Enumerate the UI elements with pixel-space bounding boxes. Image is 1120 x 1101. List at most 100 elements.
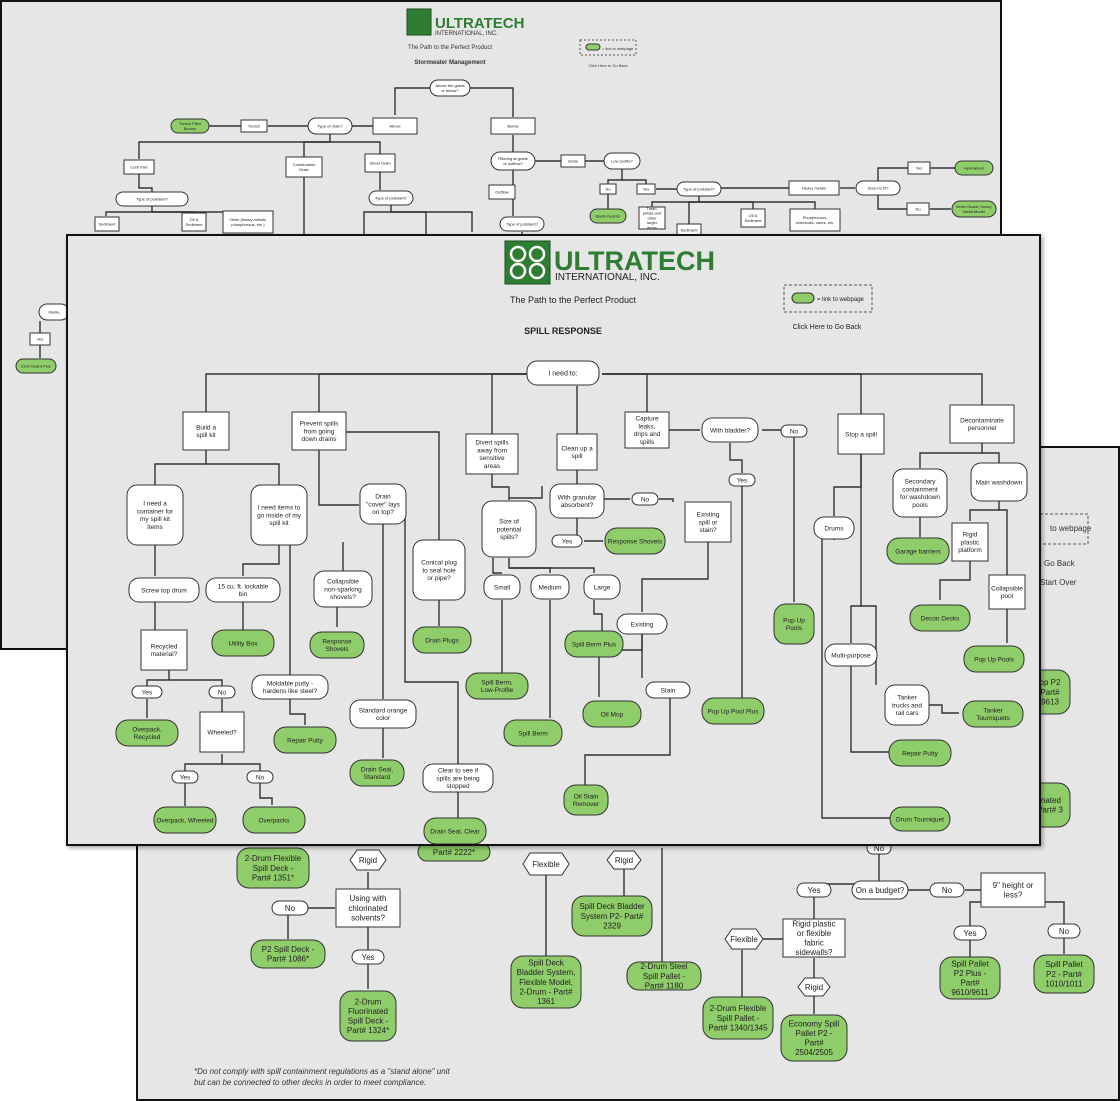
- product-node-curb-guard-plus-label: Curb Guard Plus: [21, 363, 51, 368]
- top-go-back-link[interactable]: Click Here to Go Back: [588, 63, 627, 68]
- product-node-drain-plugs[interactable]: Drain Plugs: [412, 626, 472, 654]
- decision-node-media-label: Media: [49, 309, 61, 314]
- decision-node-rigid: Rigid: [797, 977, 831, 997]
- product-node-garage-barriers[interactable]: Garage barriers: [886, 537, 950, 565]
- product-node-decon-decks[interactable]: Decon Decks: [909, 604, 971, 632]
- decision-node-below: Below: [490, 117, 536, 135]
- decision-node-yes: Yes: [171, 770, 199, 784]
- decision-node-above-label: Above: [389, 123, 401, 128]
- product-node-spill-pallet-p2-plus-part-9610-9611-shape: [939, 956, 1001, 1000]
- product-node-spill-berm-plus[interactable]: Spill Berm Plus: [564, 630, 624, 658]
- decision-node-rigid-plastic-platform-shape: [951, 522, 989, 562]
- product-node-utility-box[interactable]: Utility Box: [211, 629, 275, 657]
- product-node-p2-spill-deck-part-1086[interactable]: P2 Spill Deck -Part# 1086*: [250, 939, 326, 969]
- decision-node-large-label: Large: [594, 584, 611, 591]
- decision-node-no: No: [929, 882, 965, 898]
- product-node-oil-mop[interactable]: Oil Mop: [582, 700, 642, 728]
- decision-node-no-shape: [631, 492, 659, 506]
- product-node-repair-putty[interactable]: Repair Putty: [273, 726, 337, 754]
- decision-node-yes-shape: [131, 685, 163, 699]
- page-title: SPILL RESPONSE: [524, 326, 602, 336]
- decision-node-flexible-label: Flexible: [532, 860, 560, 869]
- decision-node-i-need-to-shape: [526, 360, 600, 386]
- go-back-link[interactable]: Click Here to Go Back: [793, 324, 862, 331]
- product-node-drum-tourniquet-label: Drum Tourniquet: [896, 816, 944, 823]
- product-node-drain-seal-standard[interactable]: Drain Seal,Standard: [349, 759, 405, 787]
- top-title: Stormwater Management: [414, 60, 485, 66]
- decision-node-screw-top-drum-shape: [128, 577, 200, 603]
- product-node-repair-putty[interactable]: Repair Putty: [888, 739, 952, 767]
- product-node-economy-spill-pallet-p2-part-2504-2505-shape: [780, 1014, 848, 1062]
- decision-node-collapsible-pool-shape: [988, 574, 1026, 610]
- decision-node-divert-spills-away-from-sensitive-areas-shape: [465, 433, 519, 475]
- decision-node-multi-purpose-shape: [824, 643, 878, 667]
- product-node-part-2222-label: Part# 2222*: [433, 848, 475, 857]
- decision-node-decontaminate-personnel-shape: [949, 404, 1015, 444]
- product-node-pop-up-pools[interactable]: Pop Up Pools: [963, 645, 1025, 673]
- product-node-garage-barriers-shape: [886, 537, 950, 565]
- back-go-back-link[interactable]: Go Back: [1044, 559, 1076, 568]
- product-node-spill-berm-low-profile[interactable]: Spill Berm,Low-Profile: [465, 672, 529, 700]
- decision-node-size-of-potential-spills-shape: [481, 500, 537, 558]
- product-node-utility-box-label: Utility Box: [229, 640, 259, 647]
- back-start-over-link[interactable]: Start Over: [1040, 578, 1077, 587]
- decision-node-curb-inlet-shape: [123, 159, 155, 175]
- product-node-spill-berm[interactable]: Spill Berm: [503, 719, 563, 747]
- product-node-drain-seal-clear[interactable]: Drain Seal, Clear: [423, 817, 487, 844]
- product-node-drain-plugs-shape: [412, 626, 472, 654]
- product-node-basin-guards[interactable]: Basin Guards: [589, 208, 627, 224]
- product-node-curb-guard-plus[interactable]: Curb Guard Plus: [15, 358, 57, 374]
- decision-node-type-of-pollutant-shape: [676, 181, 722, 197]
- decision-node-rigid: Rigid: [606, 850, 642, 870]
- product-node-hydrokleen[interactable]: Hydrokleen: [954, 160, 994, 176]
- decision-node-drain-cover-lays-on-top-shape: [359, 483, 407, 525]
- product-node-drum-tourniquet[interactable]: Drum Tourniquet: [889, 806, 951, 832]
- product-node-pop-up-pool-plus[interactable]: Pop Up Pool Plus: [701, 697, 765, 725]
- decision-node-oil-sediment-label: Oil &Sediment: [745, 213, 763, 223]
- product-node-basin-guards-label: Basin Guards: [596, 213, 620, 218]
- product-node-overpacks[interactable]: Overpacks: [242, 806, 306, 834]
- product-node-response-shovels[interactable]: Response Shovels: [604, 527, 666, 555]
- product-node-overpack-recycled[interactable]: Overpack,Recycled: [115, 719, 179, 747]
- decision-node-no-shape: [246, 770, 274, 784]
- product-node-overpack-wheeled[interactable]: Overpack, Wheeled: [153, 806, 217, 834]
- decision-node-below-label: Below: [508, 123, 519, 128]
- decision-node-no-shape: [1047, 923, 1081, 939]
- decision-node-small: Small: [483, 574, 521, 600]
- decision-node-yes-shape: [953, 925, 987, 941]
- decision-node-yes: Yes: [351, 949, 385, 965]
- brand-subtitle: INTERNATIONAL, INC.: [555, 272, 660, 283]
- product-node-oil-mop-label: Oil Mop: [601, 711, 624, 718]
- decision-node-rigid-plastic-or-flexible-fabric-sidewalls-shape: [782, 918, 846, 958]
- decision-node-multi-purpose: Multi-purpose: [824, 643, 878, 667]
- decision-node-yes-label: Yes: [963, 929, 976, 938]
- decision-node-yes-shape: [907, 161, 931, 175]
- decision-node-heavy-metals-label: Heavy metals: [802, 185, 826, 190]
- decision-node-yes: Yes: [551, 534, 583, 548]
- decision-node-grate: Grate: [560, 154, 586, 168]
